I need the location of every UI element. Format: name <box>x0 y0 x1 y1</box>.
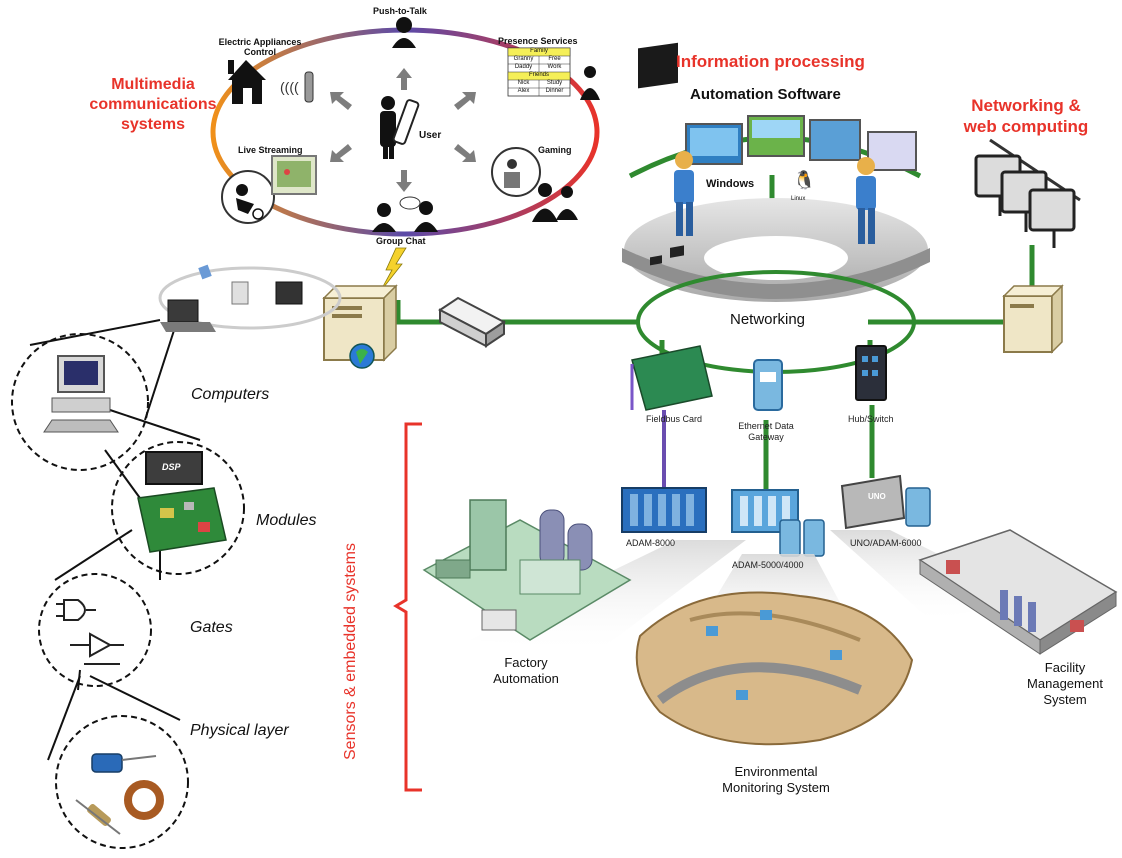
sensors-bracket <box>393 422 422 792</box>
presence-table <box>507 47 600 100</box>
software-screens: 🐧 <box>638 42 917 191</box>
presence-cell: Study <box>546 80 563 86</box>
environmental-monitoring-illustration <box>635 591 914 746</box>
facility-management-label: Facility Management System <box>1027 660 1103 707</box>
presence-services-label: Presence Services <box>498 36 578 46</box>
fieldbus-card-label: Fieldbus Card <box>646 414 703 424</box>
presence-cell: Work <box>547 64 562 70</box>
gates-icon <box>56 599 124 665</box>
operator-figures-icon <box>674 151 876 244</box>
web-monitors-icon <box>974 138 1081 248</box>
computers-label: Computers <box>191 386 270 403</box>
push-to-talk-icon <box>392 17 416 48</box>
electric-appliances-label: Electric Appliances Control <box>218 37 302 57</box>
presence-cell: Dinner <box>545 88 564 94</box>
presence-cell: Free <box>548 56 561 62</box>
linux-logo-icon: 🐧 <box>793 169 815 191</box>
factory-automation-label: Factory Automation <box>493 655 559 686</box>
presence-cell: Daddy <box>514 64 533 70</box>
physical-components-icon <box>75 753 164 835</box>
gaming-icon <box>491 147 578 222</box>
ethernet-gateway-icon <box>753 359 783 411</box>
module-icon <box>137 451 227 553</box>
adam-8000-icon <box>621 487 707 533</box>
presence-cell: Granny <box>513 56 534 62</box>
environmental-monitoring-label: Environmental Monitoring System <box>722 764 830 795</box>
ethernet-gateway-label: Ethernet Data Gateway <box>738 421 794 442</box>
uno-logo-label: UNO <box>868 492 886 501</box>
svg-text:((((: (((( <box>280 79 299 95</box>
house-icon: (((( <box>228 60 314 104</box>
live-streaming-label: Live Streaming <box>238 145 303 155</box>
presence-family-header: Family <box>530 48 548 54</box>
layer-circles <box>11 333 245 849</box>
right-server-icon <box>1002 284 1064 354</box>
push-to-talk-label: Push-to-Talk <box>373 6 427 16</box>
dsp-chip-label: DSP <box>162 462 181 472</box>
user-figure-icon <box>380 96 420 159</box>
gaming-label: Gaming <box>538 145 572 155</box>
computer-icon <box>43 355 119 433</box>
left-server-icon <box>322 284 398 369</box>
hub-switch-icon <box>855 345 887 401</box>
adam-5000-label: ADAM-5000/4000 <box>732 560 804 570</box>
user-label: User <box>419 130 442 141</box>
adam-8000-label: ADAM-8000 <box>626 538 676 548</box>
sensors-heading: Sensors & embedded systems <box>342 543 359 760</box>
ring-arrows <box>330 68 476 192</box>
hub-switch-label: Hub/Switch <box>848 414 894 424</box>
wireless-lightning-icon <box>379 247 407 293</box>
fieldbus-card-icon <box>630 245 713 411</box>
linux-logo-label: Linux <box>791 196 806 202</box>
live-streaming-icon <box>221 155 317 224</box>
uno-adam-label: UNO/ADAM-6000 <box>850 538 922 548</box>
modules-label: Modules <box>256 512 317 529</box>
facility-management-illustration <box>918 529 1118 655</box>
group-chat-label: Group Chat <box>376 236 426 246</box>
networking-label: Networking <box>730 311 806 328</box>
multimedia-heading: Multimedia communications systems <box>89 76 217 133</box>
windows-logo-label: Windows <box>706 178 755 190</box>
physical-layer-label: Physical layer <box>190 722 289 739</box>
presence-cell: Alex <box>517 88 530 94</box>
router-icon <box>438 296 506 348</box>
group-chat-icon <box>372 196 438 232</box>
home-network-icon <box>158 264 342 332</box>
presence-table-text: Family Granny Free Daddy Work Friends Nick… <box>508 47 570 95</box>
adam-5000-icon <box>731 489 825 557</box>
uno-adam-icon <box>840 474 931 530</box>
presence-cell: Nick <box>517 80 530 86</box>
automation-software-label: Automation Software <box>690 86 841 103</box>
networking-web-heading: Networking & web computing <box>963 96 1089 136</box>
factory-automation-illustration <box>422 499 632 641</box>
multimedia-ring: (((( <box>210 17 600 237</box>
presence-friends-header: Friends <box>528 72 549 78</box>
info-processing-heading: Information processing <box>676 52 865 71</box>
gates-label: Gates <box>190 619 233 636</box>
